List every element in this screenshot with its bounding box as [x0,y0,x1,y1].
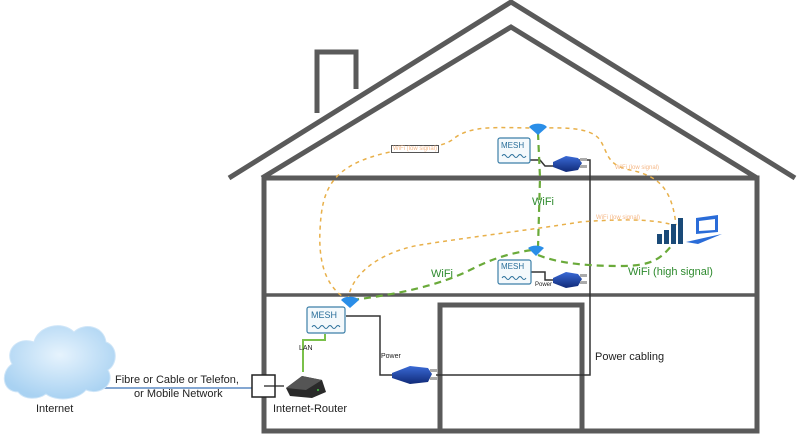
wifi-low-signal-label: WiFi (low signal) [391,145,440,153]
house-walls [261,175,760,434]
mesh-device-3 [497,137,531,164]
wifi-high-signal-label: WiFi (high signal) [628,266,713,278]
internet-cloud [3,325,116,400]
wifi-label: WiFi [431,268,453,280]
power-cabling-label: Power cabling [595,351,665,363]
outer-roof [227,0,797,181]
power-plug-1 [392,366,438,384]
router-label: Internet-Router [273,403,347,415]
power-label: Power [535,282,553,288]
wifi-icon [528,245,544,256]
mesh-label: MESH [501,141,525,150]
power-cabling [346,159,591,376]
power-plug-3 [553,156,587,172]
lan-label: LAN [299,345,313,352]
wifi-icon [529,123,547,135]
wifi-low-signal-label: WiFi (low signal) [596,215,641,221]
wifi-mesh-paths [351,132,673,302]
mesh-label: MESH [501,262,525,271]
wifi-low-signal-paths [319,126,677,301]
router-icon [286,376,326,398]
power-label: Power [381,353,401,360]
door [437,302,585,431]
inner-roof [260,24,759,181]
wifi-icon [341,296,359,308]
mesh-device-1 [306,306,346,334]
connection-label-line2: or Mobile Network [134,388,223,400]
internet-label: Internet [36,403,74,415]
laptop-icon [686,215,722,244]
chimney [314,49,359,113]
connection-label-line1: Fibre or Cable or Telefon, [115,374,239,386]
signal-strength-icon [657,218,683,244]
lan-cable [302,334,326,372]
mesh-device-2 [497,259,532,285]
wifi-label: WiFi [532,196,554,208]
house-outline [227,0,797,434]
power-plug-2 [553,272,587,288]
wifi-low-signal-label: WiFi (low signal) [615,165,660,171]
mesh-label: MESH [311,310,338,320]
